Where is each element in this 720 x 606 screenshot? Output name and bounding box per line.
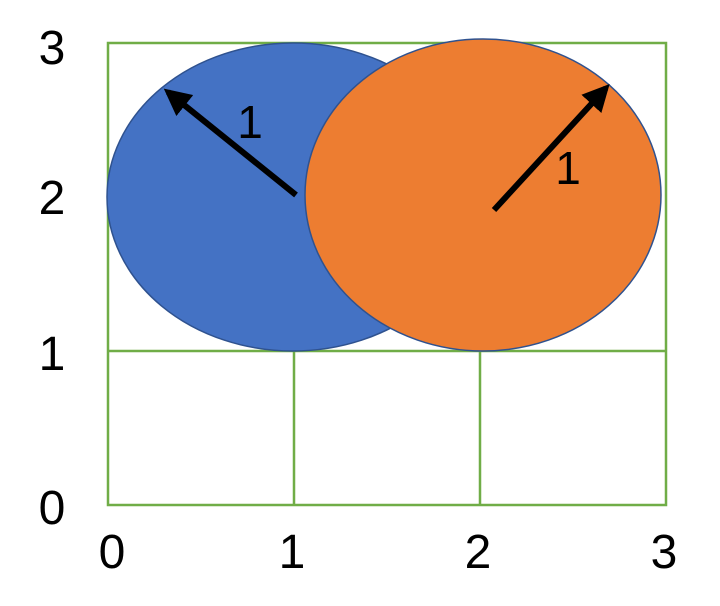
grid [106,41,668,507]
orange-circle [304,38,662,352]
blue-radius-arrow [163,88,298,198]
y-tick-0: 0 [39,482,66,535]
y-tick-2: 2 [39,172,66,225]
grid-outer-frame [106,41,668,507]
x-tick-3: 3 [651,526,678,579]
x-tick-0: 0 [99,526,126,579]
orange-radius-label: 1 [555,142,581,194]
x-tick-2: 2 [465,526,492,579]
blue-radius-label: 1 [237,96,263,148]
x-tick-1: 1 [279,526,306,579]
orange-radius-arrow [491,84,610,213]
y-tick-1: 1 [39,328,66,381]
y-tick-3: 3 [39,22,66,75]
